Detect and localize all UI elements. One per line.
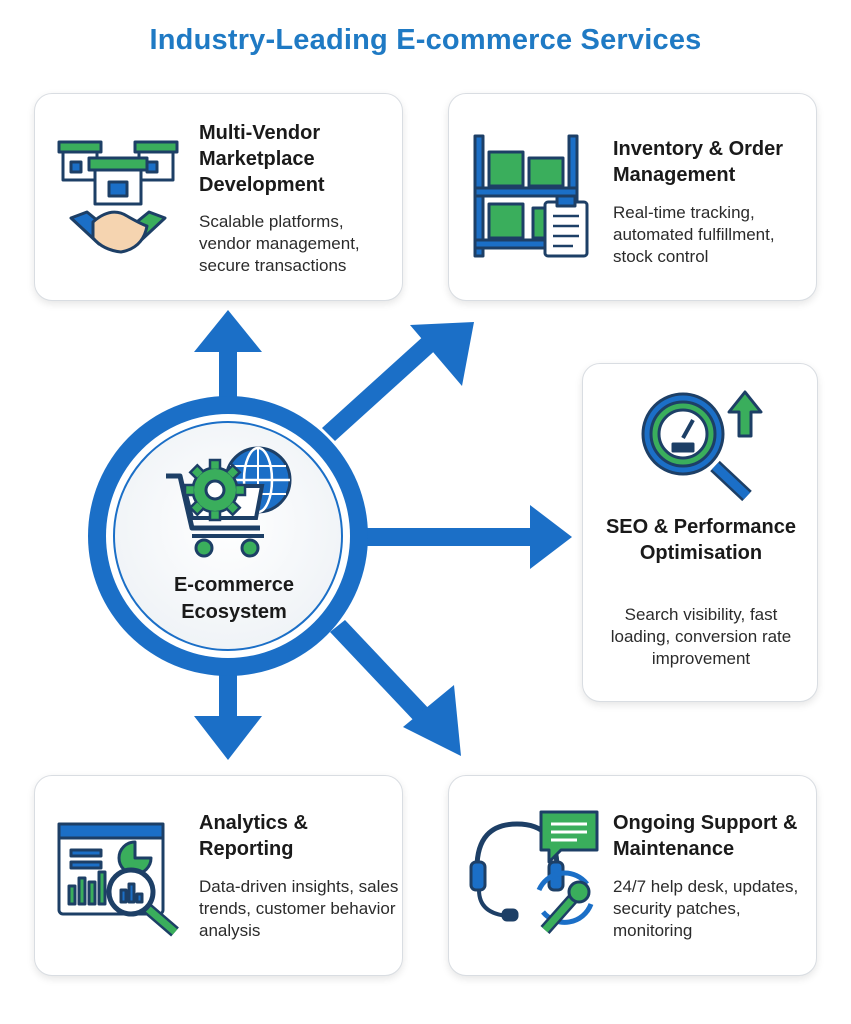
marketplace-handshake-icon: [57, 140, 179, 254]
page-title: Industry-Leading E-commerce Services: [149, 24, 702, 56]
service-title: Multi-Vendor Marketplace Development: [199, 122, 325, 196]
cart-gear-globe-icon: [166, 446, 292, 558]
service-card-analytics: Analytics & Reporting Data-driven insigh…: [34, 775, 403, 976]
arrow-down-right: [330, 620, 461, 756]
service-description: Data-driven insights, sales trends, cust…: [199, 877, 399, 940]
arrow-up-right: [322, 322, 474, 441]
service-title: SEO & Performance Optimisation: [605, 516, 797, 564]
service-title: Inventory & Order Management: [613, 138, 784, 186]
warehouse-clipboard-icon: [473, 134, 589, 258]
hub-label: E-commerce Ecosystem: [173, 574, 295, 623]
service-card-marketplace: Multi-Vendor Marketplace Development Sca…: [34, 93, 403, 301]
service-description: 24/7 help desk, updates, security patche…: [613, 877, 799, 940]
headset-wrench-icon: [469, 810, 599, 934]
service-description: Real-time tracking, automated fulfillmen…: [613, 203, 775, 266]
arrow-right: [350, 505, 572, 569]
arrow-up: [194, 310, 262, 410]
dashboard-magnifier-icon: [57, 822, 179, 937]
speedometer-magnifier-icon: [641, 390, 763, 502]
service-description: Search visibility, fast loading, convers…: [610, 605, 792, 668]
service-card-support: Ongoing Support & Maintenance 24/7 help …: [448, 775, 817, 976]
service-title: Ongoing Support & Maintenance: [613, 812, 798, 860]
service-card-seo: SEO & Performance Optimisation Search vi…: [582, 363, 818, 702]
service-card-inventory: Inventory & Order Management Real-time t…: [448, 93, 817, 301]
service-description: Scalable platforms, vendor management, s…: [199, 212, 360, 275]
service-title: Analytics & Reporting: [199, 812, 308, 860]
